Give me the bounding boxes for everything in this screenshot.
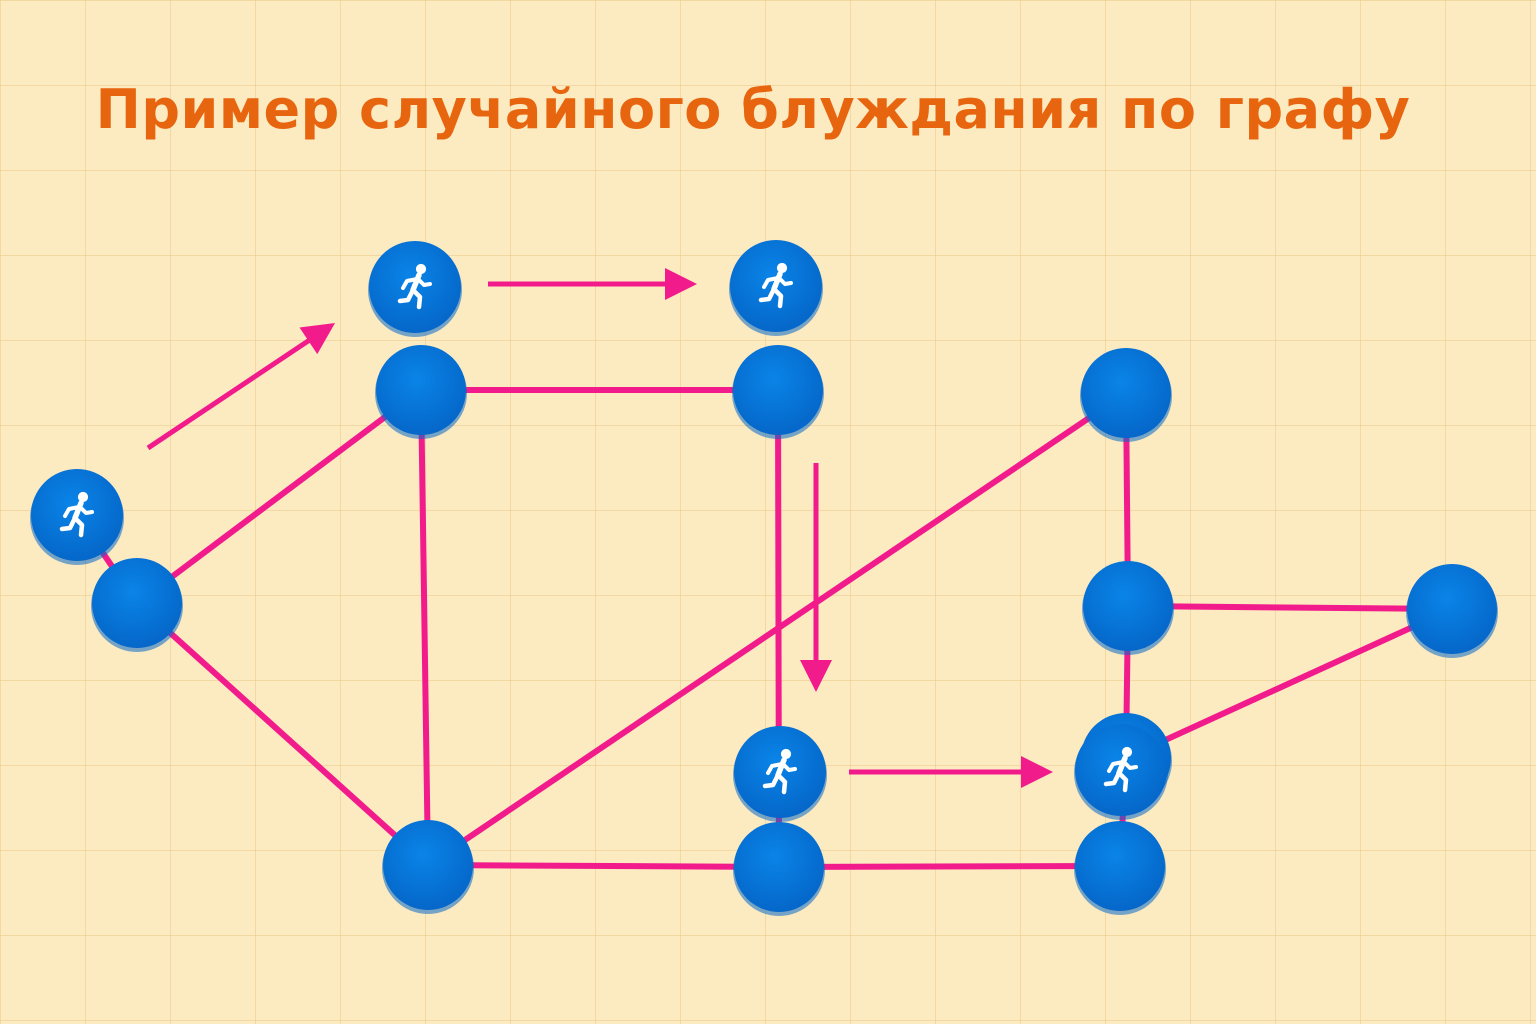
graph-node-n6 bbox=[733, 822, 825, 916]
walk-arrow-3 bbox=[800, 463, 832, 692]
walkers bbox=[30, 240, 1168, 822]
graph-node-n3 bbox=[732, 345, 824, 439]
walk-arrow-4 bbox=[849, 756, 1053, 788]
graph-node-n1 bbox=[91, 558, 183, 652]
walk-arrow-2 bbox=[488, 268, 697, 300]
walker-step-2 bbox=[368, 241, 462, 337]
graph-node-n8 bbox=[1082, 561, 1174, 655]
walker-step-3 bbox=[729, 240, 823, 336]
graph-node-n7 bbox=[1074, 821, 1166, 915]
edge-n1-n5 bbox=[134, 600, 431, 868]
graph-node-n4 bbox=[1080, 348, 1172, 442]
edge-n2-n5 bbox=[418, 387, 431, 868]
walker-step-4 bbox=[733, 726, 827, 822]
edge-n5-n6 bbox=[425, 862, 782, 870]
walk-arrow-1 bbox=[146, 323, 335, 451]
edge-n8-n9 bbox=[1125, 603, 1455, 612]
walker-step-1 bbox=[30, 469, 124, 565]
nodes bbox=[91, 345, 1498, 916]
graph-node-n2 bbox=[375, 345, 467, 439]
diagram-title: Пример случайного блуждания по графу bbox=[95, 78, 1411, 141]
edge-n9-n10 bbox=[1123, 606, 1455, 761]
edge-n4-n5 bbox=[425, 390, 1129, 868]
edge-n1-n2 bbox=[134, 387, 424, 606]
walk-arrows bbox=[146, 268, 1053, 788]
graph-node-n5 bbox=[382, 820, 474, 914]
edge-n6-n7 bbox=[776, 863, 1123, 870]
graph-node-n9 bbox=[1406, 564, 1498, 658]
walker-step-5 bbox=[1074, 724, 1168, 820]
